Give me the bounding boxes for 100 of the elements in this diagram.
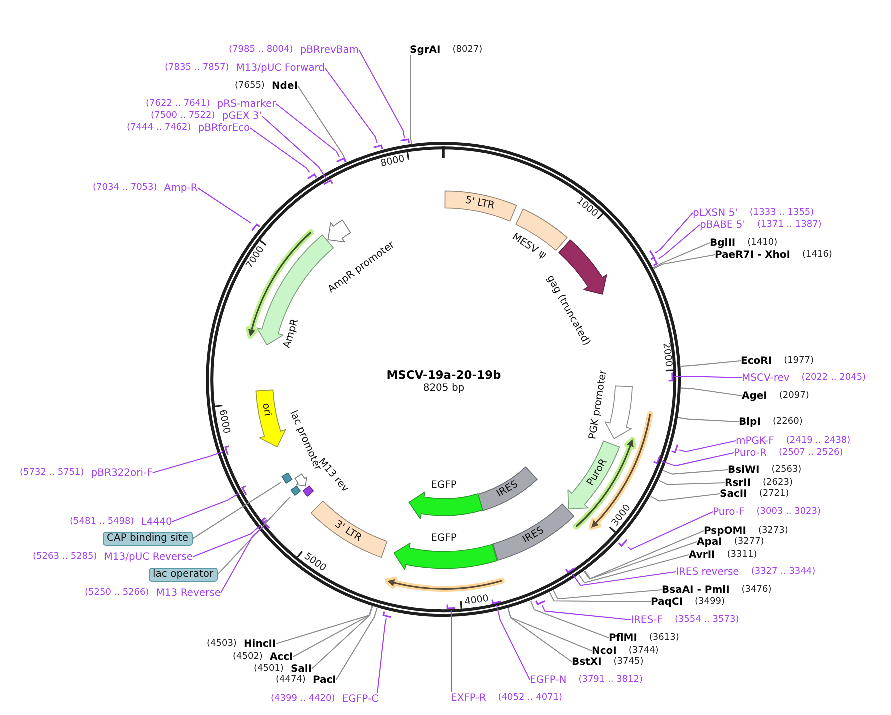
primer-mark (648, 250, 656, 261)
primer-name: L4440 (141, 516, 172, 528)
feature-block (444, 190, 518, 223)
primer-mark (323, 179, 334, 186)
primer-position: (5732 .. 5751) (20, 468, 84, 478)
primer-mark (262, 518, 271, 530)
site-position: (3499) (695, 596, 725, 608)
leader-line (553, 589, 662, 600)
primer-name: Puro-F (713, 506, 745, 518)
site-position: (2623) (763, 478, 793, 488)
primer-name: Amp-R (164, 182, 198, 194)
site-position: (4474) (276, 674, 306, 686)
site-position: (3745) (614, 656, 644, 668)
leader-line (293, 606, 373, 658)
primer-name: pGEX 3' (222, 110, 262, 122)
enzyme-name: PflMI (609, 632, 638, 644)
primer-name: mPGK-F (736, 436, 774, 446)
primer-position: (3327 .. 3344) (751, 566, 816, 578)
leader-line (658, 480, 726, 486)
leader-line (572, 571, 676, 586)
leader-line (312, 606, 374, 670)
leader-line (584, 530, 704, 580)
leader-line (508, 608, 572, 662)
primer-name: Puro-R (734, 448, 767, 458)
tick-label: 6000 (216, 409, 232, 435)
primer-name: pBABE 5' (700, 220, 746, 230)
tick-label: 2000 (660, 342, 673, 368)
leader-line (681, 360, 742, 368)
primer-mark (261, 516, 269, 528)
leader-line (661, 452, 734, 467)
enzyme-name: AccI (270, 652, 294, 662)
primer-mark (400, 138, 411, 144)
feature-tag: lac operator (149, 568, 218, 582)
primer-mark (224, 445, 230, 456)
primer-position: (3554 .. 3573) (674, 614, 740, 626)
leader-line (276, 606, 373, 644)
leader-line (681, 388, 742, 397)
leader-line (172, 492, 241, 522)
leader-line (578, 554, 690, 584)
site-position: (3311) (727, 550, 758, 560)
map-title: MSCV-19a-20-19b (386, 369, 502, 381)
primer-name: EXFP-R (451, 692, 486, 704)
primer-name: pBR322ori-F (91, 468, 153, 478)
feature-tag: CAP binding site (103, 532, 193, 546)
enzyme-name: BstXI (572, 656, 602, 668)
primer-position: (2419 .. 2438) (786, 436, 851, 446)
primer-name: EGFP-C (342, 694, 379, 704)
primer-position: (7034 .. 7053) (93, 182, 158, 194)
primer-position: (7835 .. 7857) (165, 62, 230, 74)
site-position: (3613) (649, 632, 680, 644)
leader-line (324, 68, 378, 144)
enzyme-name: PaeR7I - XhoI (715, 250, 791, 260)
site-position: (4501) (254, 664, 284, 674)
feature-block (492, 503, 575, 562)
leader-line (653, 242, 710, 268)
primer-position: (4399 .. 4420) (271, 694, 336, 704)
primer-mark (251, 222, 262, 232)
primer-mark (652, 454, 662, 465)
leader-line (450, 610, 453, 692)
directional-feature (326, 218, 352, 244)
primer-mark (336, 156, 347, 164)
feature-label: EGFP (431, 480, 457, 492)
site-position: (1410) (748, 238, 778, 248)
feature-block (281, 472, 294, 485)
orf-indicator (384, 576, 506, 592)
primer-mark (564, 567, 576, 574)
leader-line (678, 417, 740, 423)
directional-feature (294, 473, 308, 488)
feature-label: PGK promoter (588, 369, 610, 440)
primer-mark (618, 538, 628, 548)
leader-line (250, 128, 310, 173)
enzyme-name: AgeI (742, 390, 768, 402)
primer-position: (4052 .. 4071) (498, 692, 563, 704)
primer-position: (5263 .. 5285) (33, 552, 98, 562)
primer-mark (490, 599, 502, 606)
site-position: (3277) (734, 536, 764, 548)
leader-line (192, 482, 282, 540)
leader-line (542, 605, 632, 621)
primer-name: IRES reverse (676, 566, 740, 578)
leader-line (152, 451, 224, 474)
site-position: (2721) (759, 488, 790, 500)
enzyme-name: BlpI (739, 416, 761, 428)
primer-name: IRES-F (631, 614, 663, 626)
leader-line (496, 605, 530, 680)
primer-mark (307, 172, 318, 180)
leader-line (655, 212, 694, 254)
leader-line (217, 496, 291, 576)
leader-line (358, 50, 406, 138)
site-position: (8027) (452, 44, 483, 56)
site-position: (3744) (628, 646, 659, 656)
site-position: (3273) (758, 526, 788, 536)
primer-name: pLXSN 5' (693, 208, 738, 218)
sequence-length: 8205 bp (423, 383, 465, 395)
primer-mark (382, 610, 392, 619)
primer-mark (240, 485, 248, 496)
feature-label: 3' LTR (332, 519, 364, 546)
site-position: (1416) (802, 250, 832, 260)
primer-name: pBRrevBam (300, 44, 360, 56)
feature-block (290, 485, 302, 497)
directional-feature (408, 491, 484, 520)
